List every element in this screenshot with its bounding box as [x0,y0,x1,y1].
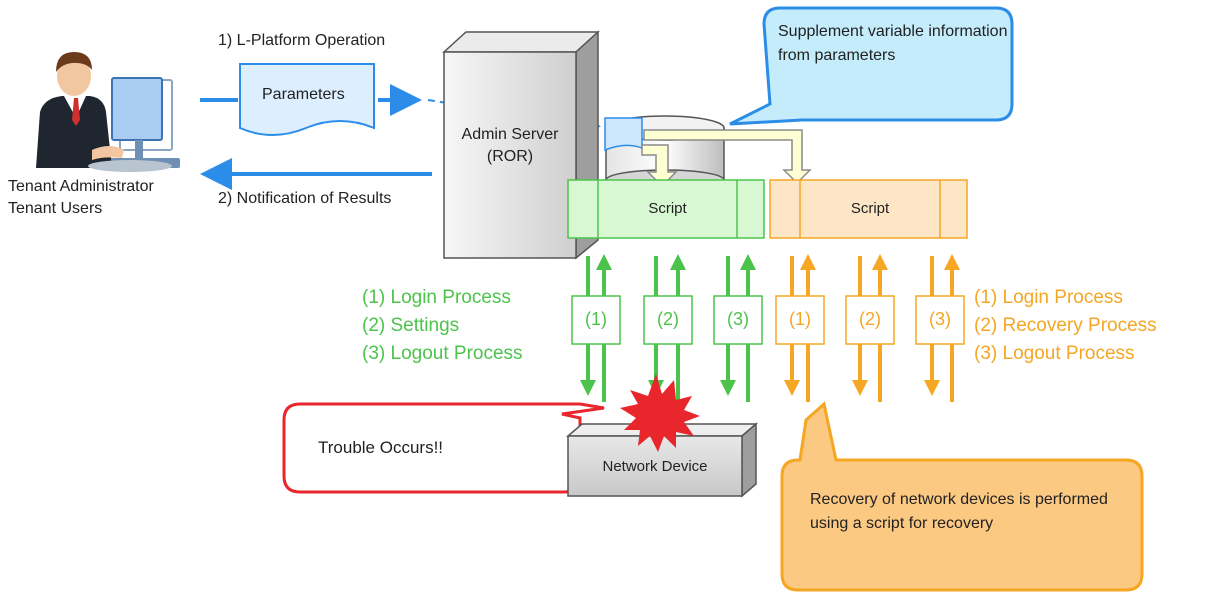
hand [92,146,124,160]
network-device-label: Network Device [602,458,708,475]
parameters-label: Parameters [262,86,345,103]
orange-step-2: (2) [859,309,881,329]
recovery-callout [780,401,1144,592]
orange-legend-item: (3) Logout Process [974,343,1135,364]
admin-server-label-line1: Admin Server [461,126,559,143]
orange-step-1: (1) [789,309,811,329]
orange-script-box [769,179,968,239]
admin-server-label-line2: (ROR) [486,148,534,165]
supplement-callout [729,6,1014,126]
green-legend-item: (1) Login Process [362,287,511,308]
tenant-label-line1: Tenant Administrator [8,178,154,195]
recovery-callout-text: Recovery of network devices is performed… [810,491,1108,532]
orange-legend-item: (1) Login Process [974,287,1123,308]
green-legend-item: (2) Settings [362,315,460,336]
operation-label: 1) L-Platform Operation [218,32,386,49]
green-step-2: (2) [657,309,679,329]
desk [88,160,172,172]
hair [56,52,92,72]
green-step-3: (3) [727,309,749,329]
orange-legend-item: (2) Recovery Process [974,315,1157,336]
tenant-label: Tenant Administrator Tenant Users [8,176,154,220]
supplement-arrows [641,129,812,188]
green-script-label: Script [648,200,687,217]
green-script-box [567,179,765,239]
green-step-1: (1) [585,309,607,329]
monitor-stand [135,140,143,162]
parameters-document [239,63,375,136]
parameter-sheet-icon [604,117,643,152]
tie [72,98,80,126]
supplement-callout-text: Supplement variable information from par… [778,23,1008,64]
monitor-screen [111,77,163,141]
green-legend-item: (3) Logout Process [362,343,523,364]
notification-label: 2) Notification of Results [218,190,392,207]
orange-legend: (1) Login Process (2) Recovery Process (… [974,284,1157,368]
orange-step-3: (3) [929,309,951,329]
green-legend: (1) Login Process (2) Settings (3) Logou… [362,284,523,368]
trouble-burst-icon [620,374,700,452]
orange-script-label: Script [850,200,890,217]
tenant-label-line2: Tenant Users [8,200,103,217]
tenant-user-illustration [36,52,180,172]
trouble-callout-text: Trouble Occurs!! [318,438,444,457]
admin-server-label: Admin Server (ROR) [444,124,576,168]
orange-step-boxes [775,295,965,345]
green-step-boxes [571,295,763,345]
face [57,56,91,96]
